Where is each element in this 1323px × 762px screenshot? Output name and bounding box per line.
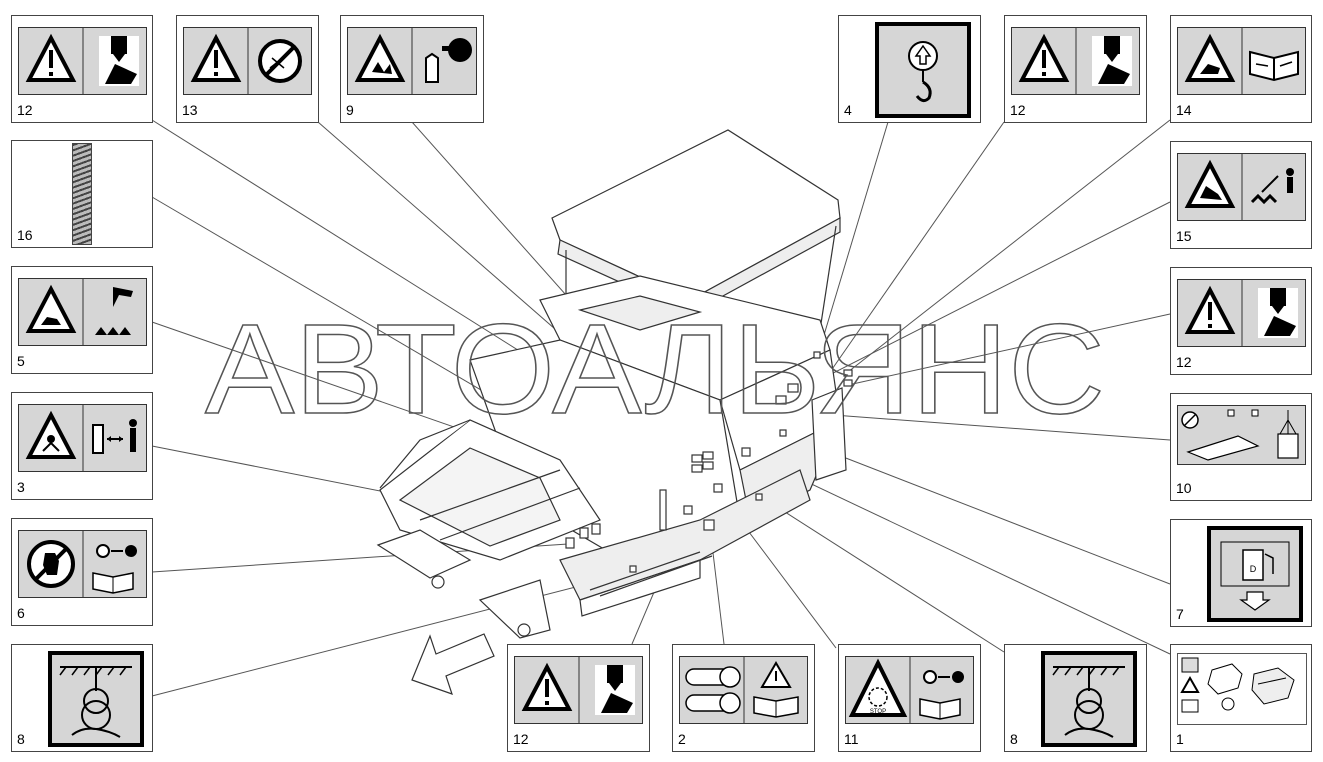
hand-crush-warning-icon (18, 27, 147, 95)
keep-distance-person-icon (18, 404, 147, 472)
callout-16: 16 (11, 140, 153, 248)
tipping-manual-icon (1177, 27, 1306, 95)
hot-surface-gloves-icon (347, 27, 477, 95)
leader-line-8a (151, 571, 635, 697)
hand-crush-warning-icon (514, 656, 643, 724)
callout-4: 4 (838, 15, 981, 123)
callout-12-top-right: 12 (1004, 15, 1147, 123)
callout-7: D 7 (1170, 519, 1312, 627)
callout-number: 12 (17, 102, 33, 118)
callout-8-bottom-left: 8 (11, 644, 153, 752)
callout-number: 4 (844, 102, 852, 118)
tie-down-point-icon (1041, 651, 1137, 747)
direction-arrow-icon (411, 633, 495, 695)
callout-number: 12 (1010, 102, 1026, 118)
leader-line-14 (847, 119, 1171, 373)
crane-hook-lifting-icon (875, 22, 971, 118)
callout-number: 16 (17, 227, 33, 243)
tie-down-point-icon (48, 651, 144, 747)
leader-line-15 (789, 201, 1171, 396)
leader-line-4 (817, 121, 889, 356)
callout-3: 3 (11, 392, 153, 500)
callout-8-bottom-right: 8 (1004, 644, 1147, 752)
svg-text:D: D (1250, 564, 1257, 574)
callout-number: 6 (17, 605, 25, 621)
hot-material-hand-icon (18, 278, 147, 346)
no-hand-key-manual-icon (18, 530, 147, 598)
diesel-fuel-icon: D (1207, 526, 1303, 622)
hand-crush-warning-icon (1177, 279, 1306, 347)
callout-number: 12 (1176, 354, 1192, 370)
callout-15: 15 (1170, 141, 1312, 249)
callout-6: 6 (11, 518, 153, 626)
svg-text:STOP: STOP (870, 709, 886, 715)
callout-number: 8 (1010, 731, 1018, 747)
callout-number: 3 (17, 479, 25, 495)
callout-14: 14 (1170, 15, 1312, 123)
callout-number: 8 (17, 731, 25, 747)
callout-10: 10 (1170, 393, 1312, 501)
emergency-stop-key-icon: STOP (845, 656, 974, 724)
transport-lifting-diagram-icon (1177, 405, 1306, 465)
no-water-spray-icon (183, 27, 312, 95)
leader-line-7 (783, 433, 1171, 585)
callout-number: 11 (844, 731, 859, 747)
callout-1: 1 (1170, 644, 1312, 752)
callout-12-middle-right: 12 (1170, 267, 1312, 375)
callout-2: 2 (672, 644, 815, 752)
hand-crush-warning-icon (1011, 27, 1140, 95)
leader-line-8b (759, 495, 1005, 653)
leader-line-12c (847, 313, 1171, 386)
reflective-strip-icon (72, 143, 92, 245)
callout-12-top-left: 12 (11, 15, 153, 123)
auger-keep-distance-icon (1177, 153, 1306, 221)
leader-line-10 (819, 413, 1171, 441)
callout-number: 10 (1176, 480, 1192, 496)
leader-line-12b (827, 121, 1005, 376)
callout-number: 15 (1176, 228, 1192, 244)
leader-line-1 (743, 451, 1171, 655)
callout-number: 13 (182, 102, 198, 118)
chain-tension-manual-icon (679, 656, 808, 724)
callout-11: STOP 11 (838, 644, 981, 752)
callout-9: 9 (340, 15, 484, 123)
callout-12-bottom: 12 (507, 644, 650, 752)
callout-number: 1 (1176, 731, 1184, 747)
callout-5: 5 (11, 266, 153, 374)
callout-number: 2 (678, 731, 686, 747)
callout-number: 7 (1176, 606, 1184, 622)
callout-13: 13 (176, 15, 319, 123)
callout-number: 12 (513, 731, 529, 747)
callout-number: 9 (346, 102, 354, 118)
callout-number: 5 (17, 353, 25, 369)
instruction-overview-icon (1177, 653, 1307, 725)
callout-number: 14 (1176, 102, 1192, 118)
